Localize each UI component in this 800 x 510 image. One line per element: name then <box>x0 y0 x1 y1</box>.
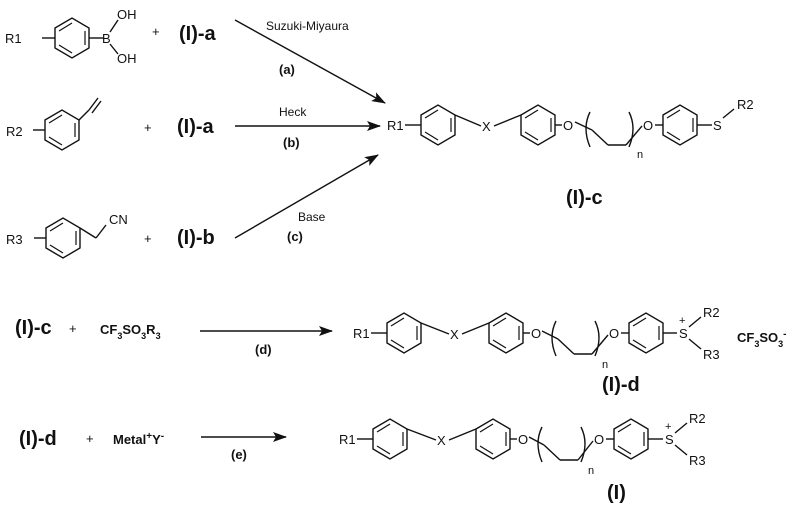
reaction-arrow <box>234 19 386 104</box>
compound-label: (I)-d <box>602 374 640 396</box>
substituent-label: R2 <box>6 124 23 139</box>
repeat-n-label: n <box>637 149 643 161</box>
reactant-benzyl-nitrile: R3 CN <box>6 212 128 259</box>
reagent-label: (I)-d <box>19 428 57 450</box>
condition-label: Base <box>298 210 326 224</box>
oxygen-label: O <box>609 326 619 341</box>
substituent-label: R2 <box>737 97 754 112</box>
plus-sign: + <box>69 321 77 336</box>
sulfur-label: S <box>713 118 722 133</box>
oxygen-label: O <box>531 326 541 341</box>
step-label: (c) <box>287 229 303 244</box>
hydroxyl-label: OH <box>117 7 137 22</box>
linker-x-label: X <box>482 119 491 134</box>
reagent-label: (I)-c <box>15 317 52 339</box>
oxygen-label: O <box>518 432 528 447</box>
linker-x-label: X <box>450 327 459 342</box>
product-c-structure: R1 X O n O S R2 <box>387 97 754 161</box>
final-product-structure: R1 X O n O + S R2 R3 <box>339 411 706 477</box>
repeat-n-label: n <box>588 465 594 477</box>
substituent-label: R3 <box>689 453 706 468</box>
compound-label: (I)-c <box>566 187 603 209</box>
boron-label: B <box>102 31 111 46</box>
reagent-label: (I)-a <box>177 116 215 138</box>
condition-label: Heck <box>279 105 307 119</box>
compound-label: (I) <box>607 482 626 504</box>
positive-charge: + <box>665 421 671 433</box>
sulfur-label: S <box>665 432 674 447</box>
substituent-label: R1 <box>339 432 356 447</box>
plus-sign: + <box>144 120 152 135</box>
reactant-boronic-acid: R1 B OH OH <box>5 7 137 66</box>
oxygen-label: O <box>594 432 604 447</box>
reagent-label: (I)-b <box>177 227 215 249</box>
triflate-reagent: CF3SO3R3 <box>100 322 161 341</box>
metal-salt-reagent: Metal+Y- <box>113 431 164 448</box>
step-label: (b) <box>283 135 300 150</box>
plus-sign: + <box>86 431 94 446</box>
substituent-label: R3 <box>703 347 720 362</box>
linker-x-label: X <box>437 433 446 448</box>
reagent-label: (I)-a <box>179 23 217 45</box>
nitrile-label: CN <box>109 212 128 227</box>
plus-sign: + <box>152 24 160 39</box>
step-label: (d) <box>255 342 272 357</box>
substituent-label: R2 <box>689 411 706 426</box>
oxygen-label: O <box>563 118 573 133</box>
oxygen-label: O <box>643 118 653 133</box>
reactant-styrene: R2 <box>6 97 102 151</box>
positive-charge: + <box>679 315 685 327</box>
substituent-label: R1 <box>5 31 22 46</box>
reaction-arrow <box>234 154 379 239</box>
substituent-label: R1 <box>353 326 370 341</box>
substituent-label: R1 <box>387 118 404 133</box>
substituent-label: R3 <box>6 232 23 247</box>
step-label: (a) <box>279 62 295 77</box>
step-label: (e) <box>231 447 247 462</box>
condition-label: Suzuki-Miyaura <box>266 19 349 33</box>
triflate-counterion: CF3SO3- <box>737 329 787 350</box>
substituent-label: R2 <box>703 305 720 320</box>
plus-sign: + <box>144 231 152 246</box>
sulfur-label: S <box>679 326 688 341</box>
repeat-n-label: n <box>602 359 608 371</box>
product-d-structure: R1 X O n O + S R2 R3 <box>353 305 720 371</box>
hydroxyl-label: OH <box>117 51 137 66</box>
